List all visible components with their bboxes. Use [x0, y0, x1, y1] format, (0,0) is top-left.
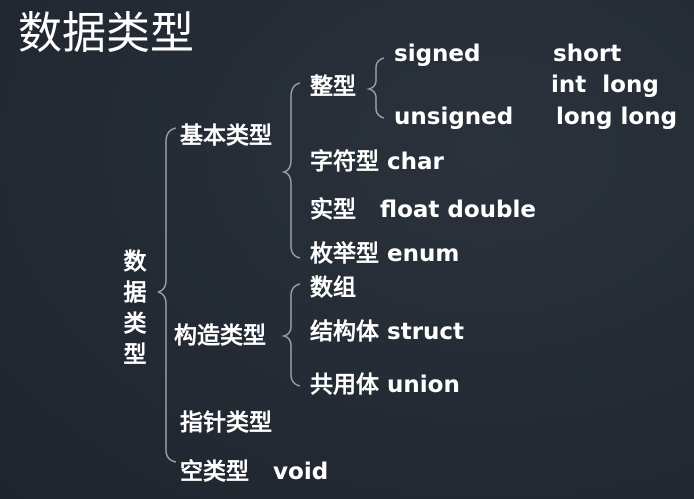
- basic-brace: [281, 82, 301, 259]
- integer-brace: [366, 57, 385, 119]
- real-label: 实型 float double: [310, 197, 536, 223]
- enum-label: 枚举型 enum: [310, 241, 460, 267]
- root-char: 类: [123, 311, 147, 337]
- array-label: 数组: [310, 275, 356, 301]
- root-char: 据: [123, 280, 147, 306]
- integer-label: 整型: [310, 74, 356, 100]
- slide-title: 数据类型: [18, 8, 194, 59]
- signed-label: signed: [394, 41, 481, 67]
- constructed-type-label: 构造类型: [174, 323, 266, 349]
- void-type-label: 空类型 void: [180, 459, 329, 485]
- basic-type-label: 基本类型: [180, 123, 272, 149]
- short-label: short: [553, 41, 622, 67]
- long-long-label: long long: [556, 104, 678, 130]
- pointer-type-label: 指针类型: [180, 410, 272, 436]
- root-brace: [157, 127, 177, 463]
- int-long-label: int long: [551, 72, 659, 98]
- union-label: 共用体 union: [310, 372, 460, 398]
- char-label: 字符型 char: [310, 149, 444, 175]
- root-label: 数 据 类 型: [122, 247, 148, 371]
- unsigned-label: unsigned: [394, 104, 514, 130]
- root-char: 数: [123, 249, 147, 275]
- struct-label: 结构体 struct: [310, 319, 465, 345]
- constructed-brace: [281, 283, 301, 387]
- root-char: 型: [123, 342, 147, 368]
